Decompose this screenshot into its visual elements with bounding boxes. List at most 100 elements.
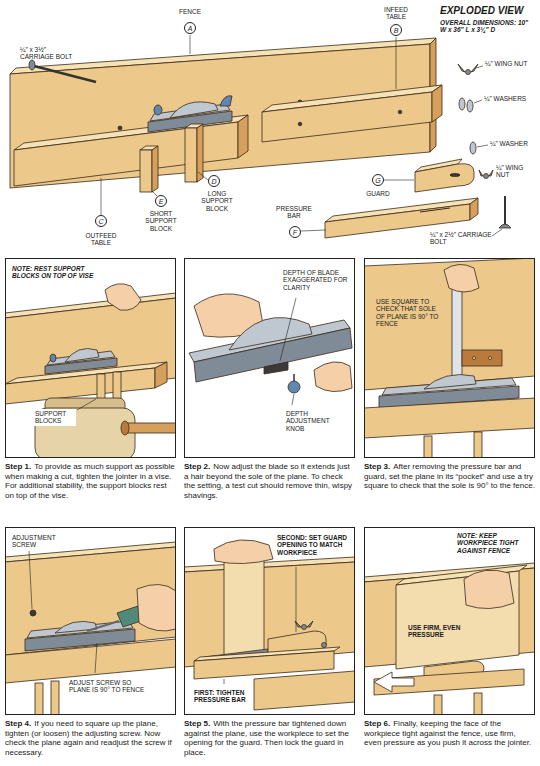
leader-line-part bbox=[477, 145, 488, 147]
step-caption: Step 3.After removing the pressure bar a… bbox=[364, 462, 535, 491]
outfeed-table bbox=[14, 115, 248, 186]
step-panel: DEPTH OF BLADE EXAGGERATED FOR CLARITYDE… bbox=[184, 258, 355, 458]
part-label: SHORT SUPPORT BLOCK bbox=[140, 210, 182, 232]
hardware-part bbox=[484, 174, 489, 179]
callout-text: FIRST: TIGHTEN PRESSURE BAR bbox=[193, 688, 253, 705]
hardware-part bbox=[458, 64, 478, 72]
long-support-block-part bbox=[185, 128, 197, 182]
step-3-illustration-part bbox=[364, 398, 535, 438]
callout-wrap: SUPPORT BLOCKS bbox=[34, 409, 76, 426]
part-label: ¼" x 2½" CARRIAGE BOLT bbox=[430, 231, 492, 246]
leader-line-part bbox=[384, 180, 414, 181]
hand-plane-part bbox=[220, 96, 232, 106]
step-5-illustration-part bbox=[295, 621, 313, 627]
hardware-part bbox=[466, 70, 471, 75]
part-label: GUARD bbox=[360, 190, 396, 197]
step-6-illustration-part bbox=[374, 669, 524, 695]
label-wrap: GUARD bbox=[360, 190, 396, 197]
label-wrap: ¼" WING NUT bbox=[496, 164, 536, 179]
step-panel: NOTE: KEEP WORKPIECE TIGHT AGAINST FENCE… bbox=[364, 527, 535, 715]
step-4-illustration-part bbox=[30, 610, 36, 616]
leader-line-part bbox=[152, 191, 157, 196]
label-wrap: PRESSURE BAR bbox=[272, 205, 316, 220]
part-label: ¼" WING NUT bbox=[496, 164, 536, 179]
short-support-block-part bbox=[140, 150, 152, 192]
step-5-illustration-part bbox=[224, 679, 225, 684]
step-number: Step 3. bbox=[364, 462, 390, 471]
label-wrap: ¼" WASHERS bbox=[484, 95, 534, 102]
hand-plane-part bbox=[154, 105, 162, 115]
callout-wrap: DEPTH ADJUSTMENT KNOB bbox=[285, 409, 347, 433]
guard-block-part bbox=[415, 164, 474, 192]
part-label: LONG SUPPORT BLOCK bbox=[196, 190, 238, 212]
part-label: ¼" x 3½" CARRIAGE BOLT bbox=[20, 46, 74, 61]
callout-letter-text: A bbox=[188, 25, 193, 32]
label-wrap: ¼" x 3½" CARRIAGE BOLT bbox=[20, 46, 74, 61]
callout-text: DEPTH ADJUSTMENT KNOB bbox=[285, 409, 347, 433]
callout-wrap: FIRST: TIGHTEN PRESSURE BAR bbox=[193, 688, 253, 705]
step-6-illustration-part bbox=[396, 571, 519, 669]
leader-line-part bbox=[476, 66, 483, 68]
step-1-illustration-part bbox=[35, 408, 135, 458]
diagram-title: EXPLODED VIEW bbox=[440, 5, 536, 16]
step-1-illustration-part bbox=[105, 284, 141, 311]
part-label: ¼" WASHER bbox=[490, 140, 536, 147]
step-4-illustration-part bbox=[29, 551, 32, 609]
guard-block bbox=[415, 159, 474, 192]
step-1-illustration-part bbox=[50, 354, 56, 362]
part-label: INFEED TABLE bbox=[376, 6, 416, 21]
step-3-illustration-part bbox=[462, 350, 502, 366]
infeed-table-part bbox=[262, 92, 432, 142]
hand-plane-part bbox=[170, 102, 218, 118]
part-label: OVERALL DIMENSIONS: 10" W x 36" L x 3¼" … bbox=[440, 19, 536, 34]
step-2-illustration bbox=[189, 294, 352, 405]
step-panel: NOTE: REST SUPPORT BLOCKS ON TOP OF VISE… bbox=[5, 258, 176, 458]
short-support-block bbox=[140, 146, 158, 192]
carriage-bolt bbox=[29, 60, 96, 82]
step-1-illustration-part bbox=[65, 349, 99, 363]
part-label: PRESSURE BAR bbox=[272, 205, 316, 220]
step-caption: Step 1.To provide as much support as pos… bbox=[5, 462, 176, 500]
callout-letter-text: E bbox=[159, 198, 164, 205]
callout-wrap: SECOND: SET GUARD OPENING TO MATCH WORKP… bbox=[277, 534, 352, 556]
step-caption: Step 6.Finally, keeping the face of the … bbox=[364, 719, 535, 748]
callout-letter: E bbox=[155, 195, 167, 207]
hardware-part bbox=[479, 170, 493, 176]
step-number: Step 5. bbox=[184, 719, 210, 728]
step-5-illustration-part bbox=[322, 643, 327, 648]
callout-text: USE FIRM, EVEN PRESSURE bbox=[407, 623, 463, 640]
step-5-illustration-part bbox=[224, 553, 264, 661]
title-wrap: EXPLODED VIEW bbox=[440, 5, 536, 16]
step-2-illustration-part bbox=[280, 298, 296, 361]
step-4-illustration-part bbox=[27, 621, 133, 638]
label-wrap: ¼" WING NUT bbox=[485, 60, 531, 67]
leader-line-part bbox=[101, 178, 102, 215]
label-wrap: LONG SUPPORT BLOCK bbox=[196, 190, 238, 212]
hardware-part bbox=[504, 196, 506, 226]
step-2-illustration-part bbox=[292, 394, 294, 405]
callout-letter: F bbox=[289, 226, 301, 238]
part-label: FENCE bbox=[170, 8, 210, 15]
carriage-bolt-part bbox=[34, 66, 96, 82]
leader-line-part bbox=[396, 37, 397, 89]
callout-wrap: USE FIRM, EVEN PRESSURE bbox=[407, 623, 463, 640]
infeed-table-part bbox=[432, 85, 442, 122]
step-4-illustration-part bbox=[137, 584, 176, 631]
pressure-bar-part bbox=[420, 208, 450, 212]
step-number: Step 4. bbox=[5, 719, 31, 728]
step-5-illustration-part bbox=[254, 671, 355, 710]
callout-wrap: ADJUST SCREW SO PLANE IS 90° TO FENCE bbox=[68, 678, 150, 695]
step-3-illustration-part bbox=[364, 258, 535, 390]
step-6-illustration-part bbox=[374, 672, 414, 692]
callout-text: USE SQUARE TO CHECK THAT SOLE OF PLANE I… bbox=[375, 297, 447, 329]
carriage-bolt-part bbox=[29, 60, 35, 70]
step-caption: Step 5.With the pressure bar tightened d… bbox=[184, 719, 355, 757]
leader-line-part bbox=[492, 229, 502, 236]
infeed-table bbox=[262, 85, 442, 142]
step-6-illustration bbox=[364, 563, 535, 715]
step-5-illustration-part bbox=[296, 567, 297, 632]
step-1-illustration-part bbox=[155, 362, 167, 388]
step-number: Step 6. bbox=[364, 719, 390, 728]
